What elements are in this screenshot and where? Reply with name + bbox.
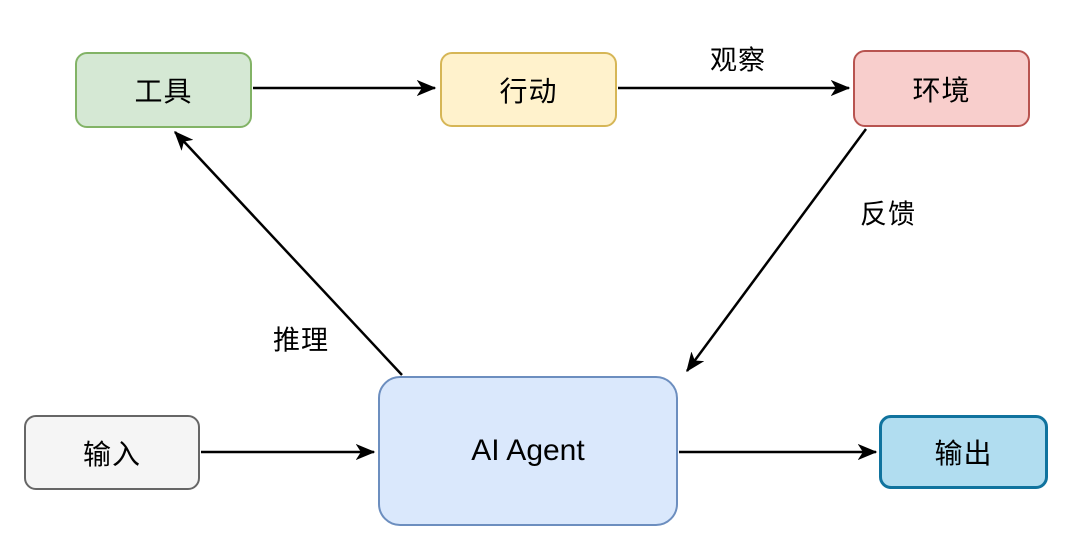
node-output: 输出 <box>879 415 1048 489</box>
node-ai-agent: AI Agent <box>378 376 678 526</box>
node-action: 行动 <box>440 52 617 127</box>
edge-label-observe: 观察 <box>710 45 766 76</box>
node-environment: 环境 <box>853 50 1030 127</box>
arrow-environment-to-agent <box>685 128 868 371</box>
edge-label-feedback: 反馈 <box>860 199 916 230</box>
node-input: 输入 <box>24 415 200 490</box>
edge-label-reasoning: 推理 <box>273 325 329 356</box>
node-tools: 工具 <box>75 52 252 128</box>
arrow-agent-to-tools <box>174 132 403 376</box>
